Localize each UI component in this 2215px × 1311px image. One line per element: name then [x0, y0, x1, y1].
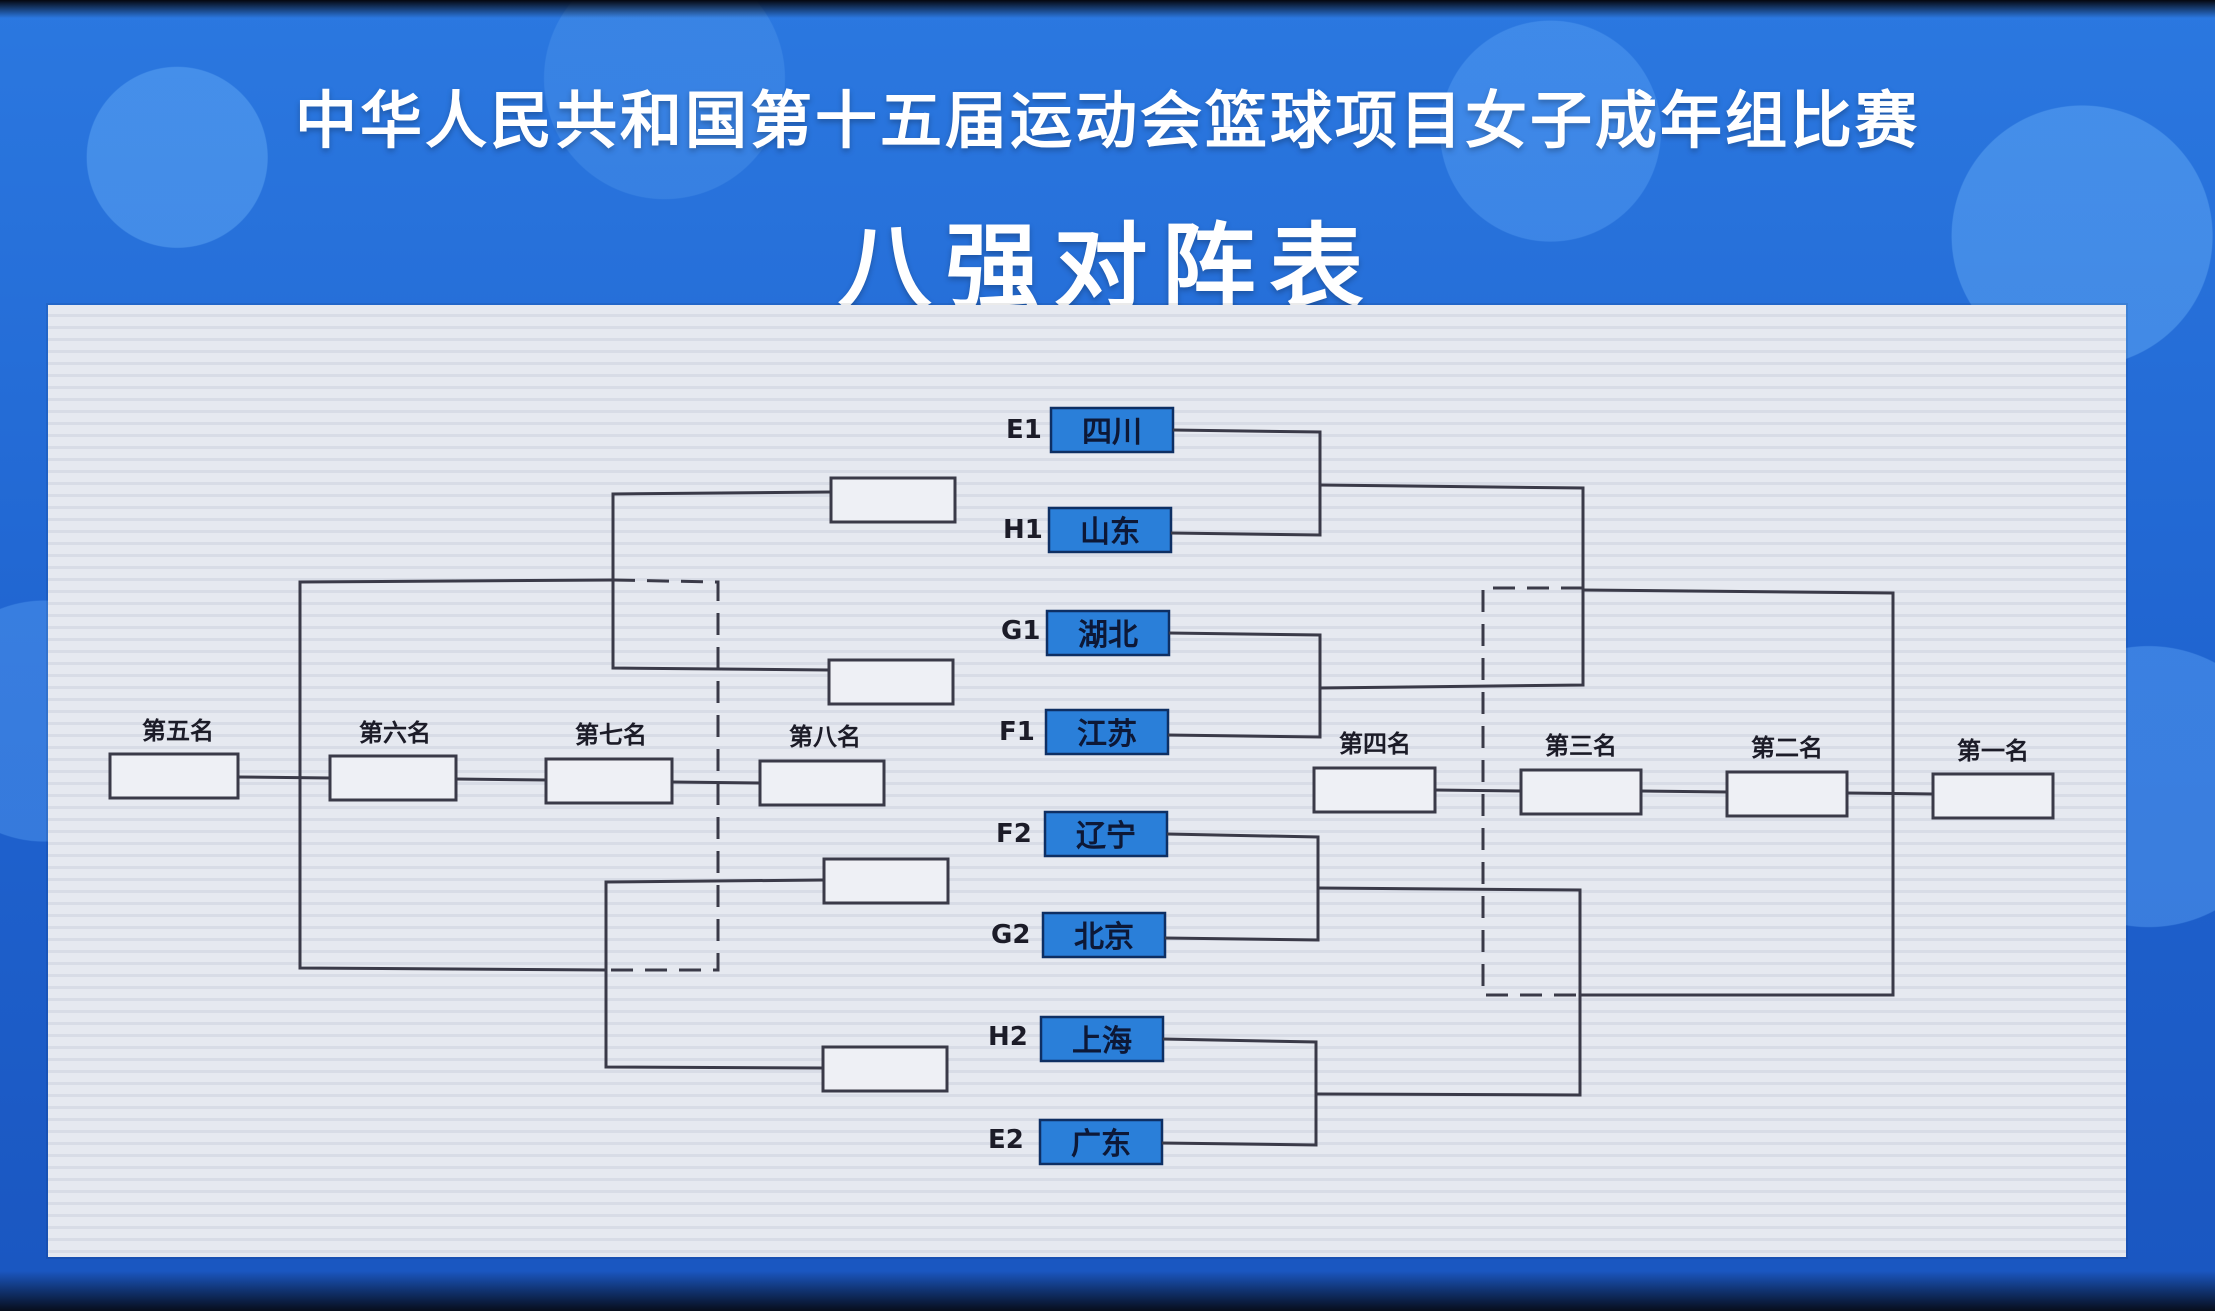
team-name: 北京	[1074, 920, 1134, 955]
team-slot-e1: E1 四川	[1006, 406, 1175, 454]
bracket-diagram: E1 四川 H1 山东 G1 湖北 F1 江苏 F2	[108, 406, 2055, 1166]
place-label: 第三名	[1545, 732, 1617, 760]
team-box	[1047, 506, 1173, 554]
team-code: E1	[1006, 415, 1042, 445]
team-box	[1049, 406, 1175, 454]
bracket-subtitle: 八强对阵表	[837, 214, 1378, 323]
place-slot	[1725, 770, 1849, 818]
team-box	[1041, 911, 1167, 959]
place-third: 第三名	[1519, 732, 1643, 816]
team-name: 辽宁	[1076, 819, 1136, 854]
team-box	[1043, 810, 1169, 858]
team-code: G1	[1001, 616, 1040, 646]
team-name: 湖北	[1078, 618, 1138, 653]
place-slot	[1312, 766, 1437, 814]
team-box	[1045, 609, 1171, 657]
place-slot	[544, 757, 674, 805]
semi-slot-upper-2	[827, 658, 955, 706]
team-name: 江苏	[1077, 717, 1137, 752]
team-slot-h1: H1 山东	[1003, 506, 1173, 554]
place-fifth: 第五名	[108, 717, 240, 800]
team-code: E2	[988, 1125, 1024, 1155]
place-label: 第四名	[1339, 730, 1411, 758]
place-seventh: 第七名	[544, 721, 674, 805]
team-box	[1038, 1118, 1164, 1166]
place-slot	[328, 754, 458, 802]
team-slot-g1: G1 湖北	[1001, 609, 1171, 657]
team-code: F1	[999, 717, 1035, 747]
team-slot-f2: F2 辽宁	[996, 810, 1169, 858]
place-label: 第五名	[142, 717, 214, 745]
place-slot	[758, 759, 886, 807]
place-slot	[108, 752, 240, 800]
place-label: 第二名	[1751, 734, 1823, 762]
winners-bracket-lines	[1161, 428, 1934, 1147]
place-fourth: 第四名	[1312, 730, 1437, 814]
classification-bracket-lines	[237, 490, 832, 1070]
place-slot	[1519, 768, 1643, 816]
place-slot	[1931, 772, 2055, 820]
place-label: 第七名	[575, 721, 647, 749]
team-code: H2	[988, 1022, 1028, 1052]
team-slot-h2: H2 上海	[988, 1015, 1165, 1063]
team-name: 四川	[1082, 415, 1142, 450]
team-slot-e2: E2 广东	[988, 1118, 1164, 1166]
team-slot-g2: G2 北京	[991, 911, 1167, 959]
place-label: 第八名	[789, 723, 861, 751]
team-code: H1	[1003, 515, 1043, 545]
semi-slot-lower-2	[821, 1045, 949, 1093]
bracket-board: E1 四川 H1 山东 G1 湖北 F1 江苏 F2	[48, 305, 2126, 1257]
event-title: 中华人民共和国第十五届运动会篮球项目女子成年组比赛	[294, 84, 1920, 157]
place-label: 第一名	[1957, 737, 2029, 765]
team-name: 山东	[1080, 515, 1140, 550]
place-first: 第一名	[1931, 737, 2055, 820]
place-label: 第六名	[359, 719, 431, 747]
semi-slot-lower	[822, 857, 950, 905]
team-code: G2	[991, 920, 1030, 950]
team-box	[1044, 708, 1170, 756]
team-slot-f1: F1 江苏	[999, 708, 1170, 756]
place-eighth: 第八名	[758, 723, 886, 807]
team-name: 广东	[1071, 1127, 1131, 1162]
place-sixth: 第六名	[328, 719, 458, 802]
semi-slot-upper	[829, 476, 957, 524]
team-code: F2	[996, 819, 1032, 849]
team-name: 上海	[1072, 1024, 1132, 1059]
place-second: 第二名	[1725, 734, 1849, 818]
